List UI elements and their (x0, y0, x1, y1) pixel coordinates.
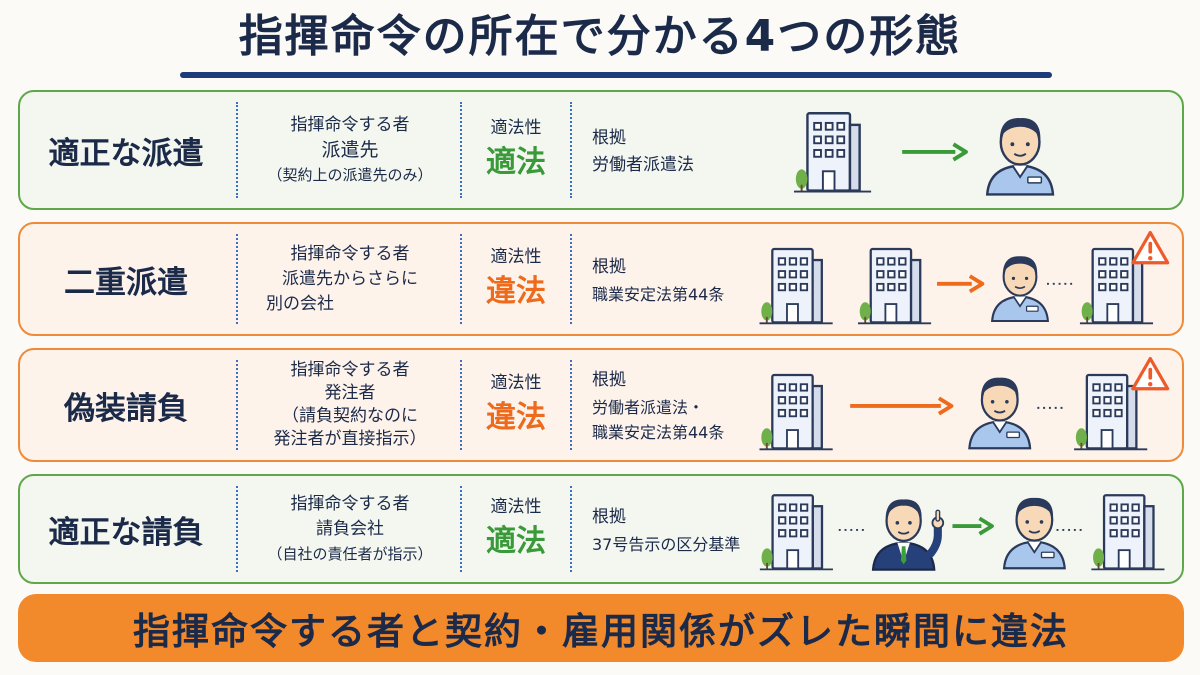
basis-cell: 根拠 職業安定法第44条 (592, 224, 762, 334)
basis-line: 職業安定法第44条 (592, 284, 725, 304)
legality-cell: 適法性 違法 (466, 350, 566, 460)
commander-cell: 指揮命令する者 派遣先からさらに 別の会社 (242, 224, 458, 334)
commander-line: 発注者が直接指示） (273, 429, 427, 449)
basis-cell: 根拠 労働者派遣法 (592, 92, 762, 208)
divider (460, 102, 462, 198)
green-arrow-icon (902, 142, 968, 162)
worker-icon (986, 116, 1055, 196)
office-building-icon (759, 494, 833, 571)
commander-line: （契約上の派遣先のみ） (267, 165, 433, 184)
divider (236, 234, 238, 324)
commander-line: 別の会社 (266, 293, 334, 314)
row-proper-dispatch: 適正な派遣 指揮命令する者 派遣先 （契約上の派遣先のみ） 適法性 適法 根拠 … (18, 90, 1184, 210)
commander-cell: 指揮命令する者 派遣先 （契約上の派遣先のみ） (242, 92, 458, 208)
footer-banner: 指揮命令する者と契約・雇用関係がズレた瞬間に違法 (18, 594, 1184, 662)
legality-value: 適法 (486, 524, 546, 559)
basis-cell: 根拠 労働者派遣法・ 職業安定法第44条 (592, 350, 762, 460)
title-underline (180, 72, 1052, 78)
commander-label: 指揮命令する者 (290, 360, 410, 380)
commander-line: 請負会社 (316, 518, 384, 539)
basis-label: 根拠 (592, 256, 626, 277)
row-name: 適正な派遣 (48, 135, 204, 172)
warning-icon (1131, 230, 1170, 265)
divider (570, 486, 572, 572)
divider (570, 102, 572, 198)
legality-value: 適法 (486, 145, 546, 180)
illustration (793, 112, 1055, 196)
commander-line: （請負契約なのに (282, 406, 418, 426)
legality-value: 違法 (486, 274, 546, 309)
office-building-icon (857, 247, 932, 325)
row-name: 適正な請負 (48, 514, 204, 551)
worker-icon (991, 255, 1049, 323)
illustration (759, 494, 1165, 582)
office-building-icon (759, 373, 833, 451)
commander-cell: 指揮命令する者 発注者 （請負契約なのに 発注者が直接指示） (242, 350, 458, 460)
divider (236, 486, 238, 572)
commander-cell: 指揮命令する者 請負会社 （自社の責任者が指示） (242, 476, 458, 582)
legality-cell: 適法性 違法 (466, 224, 566, 334)
commander-line: 発注者 (324, 383, 376, 403)
basis-label: 根拠 (592, 370, 626, 390)
divider (570, 234, 572, 324)
row-name: 偽装請負 (64, 390, 188, 427)
legality-cell: 適法性 適法 (466, 92, 566, 208)
orange-arrow-icon (937, 274, 985, 294)
divider (460, 360, 462, 450)
divider (460, 486, 462, 572)
basis-line: 労働者派遣法・ (592, 398, 705, 417)
row-disguised-contracting: 偽装請負 指揮命令する者 発注者 （請負契約なのに 発注者が直接指示） 適法性 … (18, 348, 1184, 462)
row-name: 二重派遣 (64, 264, 188, 301)
commander-line: 派遣先 (321, 138, 379, 161)
legality-label: 適法性 (490, 247, 542, 267)
commander-line: （自社の責任者が指示） (267, 544, 433, 563)
legality-value: 違法 (486, 400, 546, 435)
manager-pointing-icon (873, 499, 943, 569)
divider (236, 102, 238, 198)
legality-label: 適法性 (490, 118, 542, 138)
basis-line: 37号告示の区分基準 (592, 534, 741, 554)
legality-label: 適法性 (490, 373, 542, 393)
commander-line: 派遣先からさらに (282, 268, 418, 289)
legality-cell: 適法性 適法 (466, 476, 566, 582)
office-building-icon (759, 247, 833, 325)
orange-arrow-icon (850, 396, 954, 416)
row-double-dispatch: 二重派遣 指揮命令する者 派遣先からさらに 別の会社 適法性 違法 根拠 職業安… (18, 222, 1184, 336)
office-building-icon (1091, 494, 1165, 571)
page-title: 指揮命令の所在で分かる4つの形態 (238, 11, 962, 62)
illustration (759, 356, 1170, 451)
basis-line: 労働者派遣法 (592, 154, 694, 175)
office-building-icon (793, 112, 872, 193)
legality-label: 適法性 (490, 497, 542, 517)
commander-label: 指揮命令する者 (290, 114, 410, 135)
commander-label: 指揮命令する者 (290, 243, 410, 264)
divider (460, 234, 462, 324)
divider (570, 360, 572, 450)
warning-icon (1131, 356, 1170, 391)
basis-line: 職業安定法第44条 (592, 423, 725, 442)
illustration (759, 230, 1170, 325)
basis-label: 根拠 (592, 127, 626, 148)
worker-icon (1002, 496, 1066, 570)
worker-icon (968, 376, 1032, 450)
row-proper-contracting: 適正な請負 指揮命令する者 請負会社 （自社の責任者が指示） 適法性 適法 根拠… (18, 474, 1184, 584)
green-arrow-icon (952, 516, 994, 536)
commander-label: 指揮命令する者 (290, 493, 410, 514)
divider (236, 360, 238, 450)
basis-label: 根拠 (592, 506, 626, 527)
basis-cell: 根拠 37号告示の区分基準 (592, 476, 762, 582)
